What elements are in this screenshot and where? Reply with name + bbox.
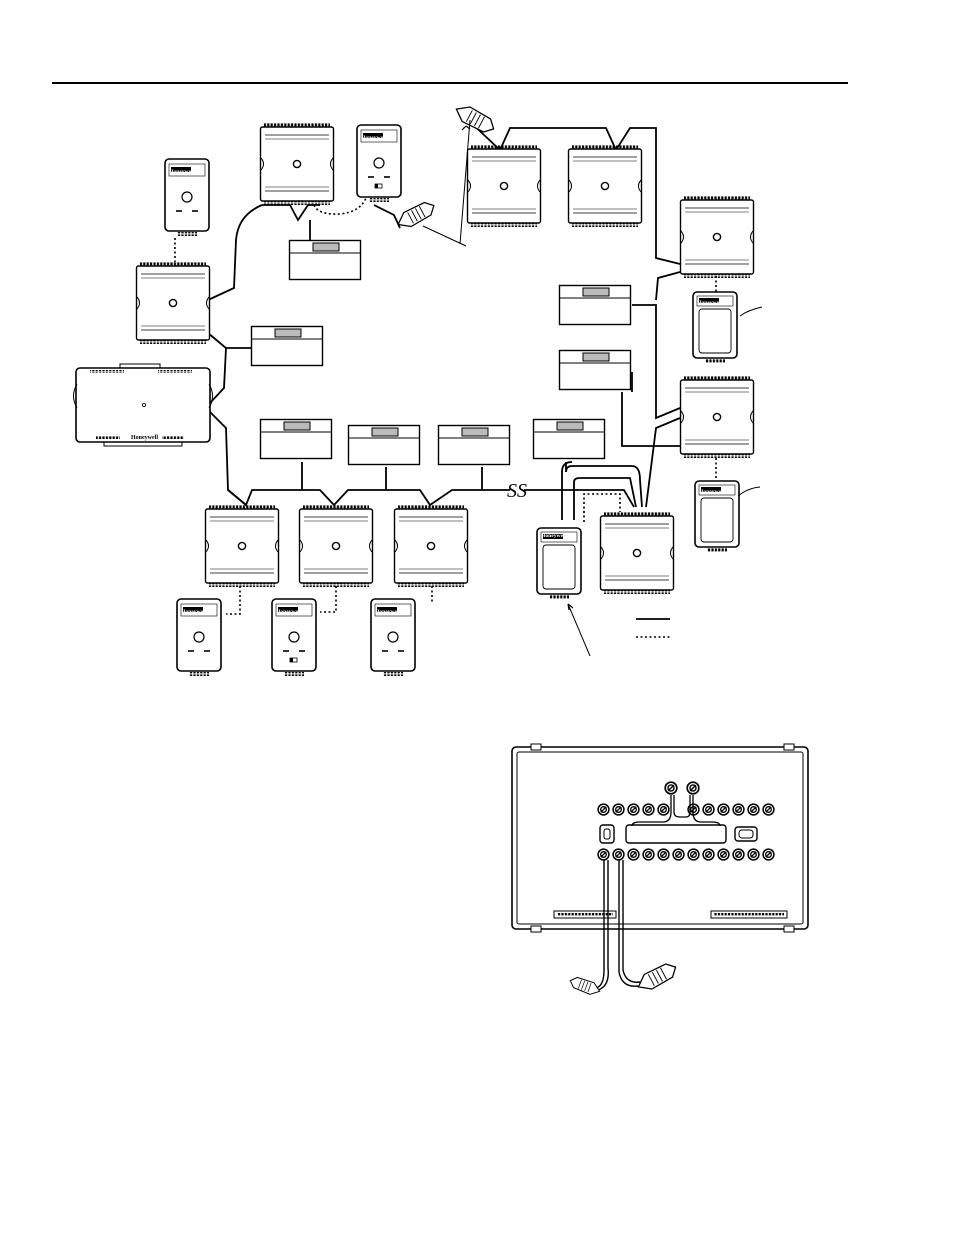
svg-text:Honeywell: Honeywell — [169, 169, 195, 175]
svg-text:Honeywell: Honeywell — [361, 135, 387, 141]
controller-top-right — [567, 144, 643, 228]
thermostat-right-2 — [558, 349, 632, 391]
svg-text:Honeywell: Honeywell — [375, 609, 401, 615]
network-controller-left: Honeywell — [73, 363, 213, 447]
callout-leaders — [422, 119, 763, 657]
thermostat-top — [288, 239, 362, 281]
controller-bottom-1 — [204, 504, 280, 588]
terminal-screw — [686, 781, 700, 795]
controller-left — [135, 261, 211, 345]
controller-bottom-right — [599, 511, 675, 595]
thermostat-bottom-3 — [437, 424, 511, 466]
legend — [636, 618, 670, 638]
terminal-board-detail — [511, 743, 809, 991]
wire-nut-bottom-left — [567, 974, 603, 998]
wire-nut-bottom-right — [633, 959, 681, 995]
terminal-screw — [664, 781, 678, 795]
controller-top-left — [259, 122, 335, 206]
controller-bottom-2 — [298, 504, 374, 588]
svg-text:Honeywell: Honeywell — [699, 489, 725, 495]
svg-text:Honeywell: Honeywell — [276, 609, 302, 615]
wall-module-brand-labels: Honeywell Honeywell Honeywell Honeywell … — [169, 135, 725, 615]
sensor-wiring — [174, 197, 717, 615]
wire-nut-top-right — [451, 101, 499, 137]
wire-nut-top-center — [393, 197, 439, 233]
thermostat-bottom-4 — [532, 418, 606, 460]
svg-text:Honeywell: Honeywell — [541, 533, 567, 539]
svg-text:Honeywell: Honeywell — [697, 300, 723, 306]
thermostat-right-1 — [558, 284, 632, 326]
thermostat-bottom-1 — [259, 418, 333, 460]
network-controller-brand: Honeywell — [131, 435, 158, 441]
svg-text:Honeywell: Honeywell — [181, 609, 207, 615]
controller-bottom-3 — [393, 504, 469, 588]
controller-right-upper — [679, 195, 755, 279]
bus-break-symbol: SS — [507, 480, 527, 502]
thermostat-left — [250, 325, 324, 367]
controller-top-middle — [466, 144, 542, 228]
thermostat-bottom-2 — [347, 424, 421, 466]
controller-right-lower — [679, 375, 755, 459]
